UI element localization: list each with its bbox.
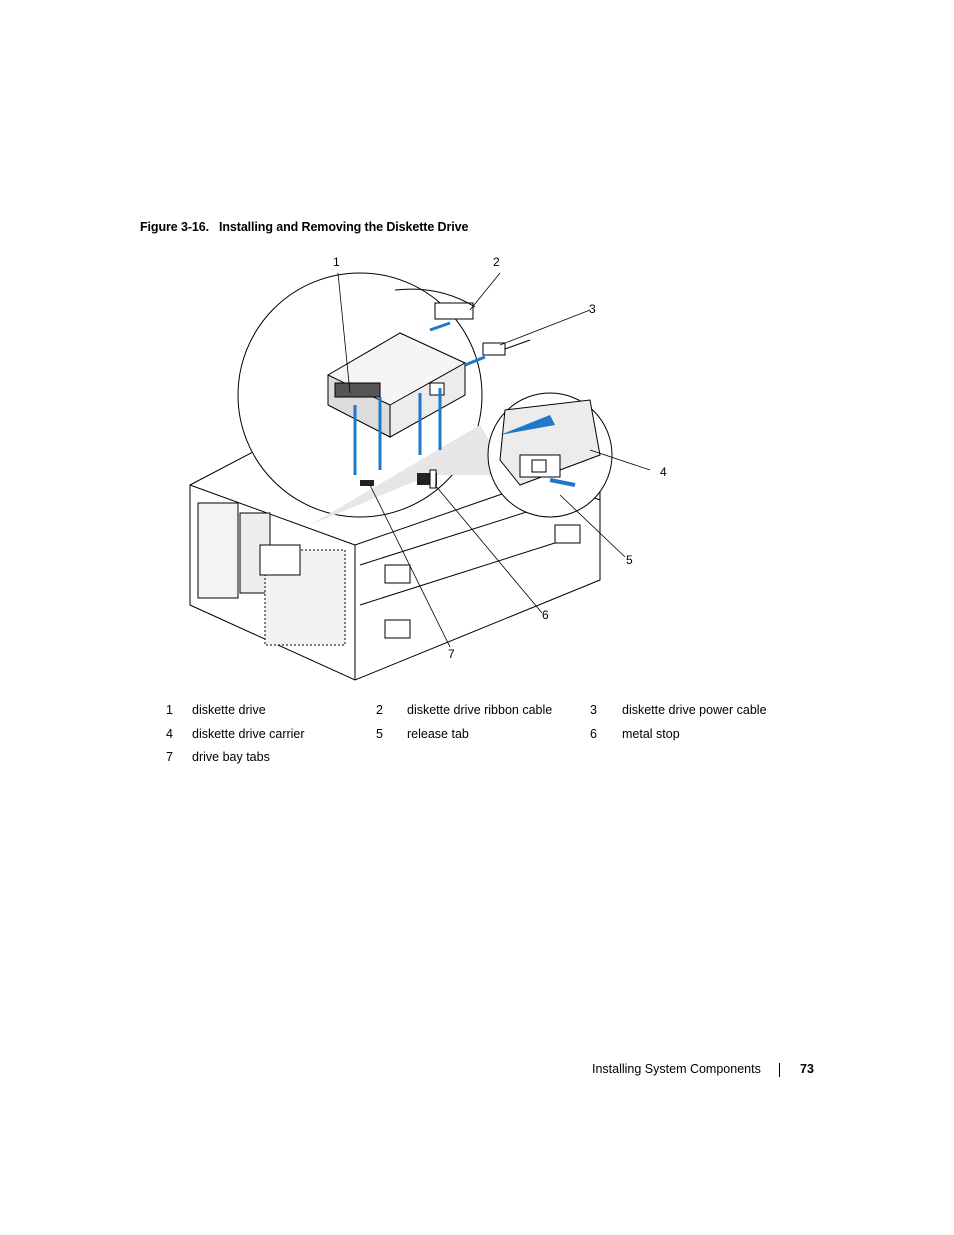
legend-label: diskette drive power cable bbox=[622, 703, 767, 717]
callout-7: 7 bbox=[448, 647, 455, 661]
legend-label: metal stop bbox=[622, 726, 680, 741]
footer-section-title: Installing System Components bbox=[592, 1062, 761, 1076]
legend-label: diskette drive carrier bbox=[192, 726, 305, 741]
install-arrows bbox=[353, 321, 486, 475]
figure-number: Figure 3-16. bbox=[140, 220, 209, 234]
callout-4: 4 bbox=[660, 465, 667, 479]
callout-2: 2 bbox=[493, 255, 500, 269]
callout-3: 3 bbox=[589, 302, 596, 316]
legend-number: 3 bbox=[590, 703, 597, 717]
callout-1: 1 bbox=[333, 255, 340, 269]
leader-lines bbox=[337, 272, 651, 648]
release-tab-detail bbox=[487, 392, 613, 518]
legend-number: 6 bbox=[590, 726, 597, 741]
callout-5: 5 bbox=[626, 553, 633, 567]
magnified-view bbox=[237, 272, 531, 525]
legend-row: 1 diskette drive 2 diskette drive ribbon… bbox=[166, 703, 806, 727]
legend-label: diskette drive bbox=[192, 703, 266, 717]
diskette-drive-illustration bbox=[189, 272, 651, 681]
legend-number: 5 bbox=[376, 726, 383, 741]
callout-6: 6 bbox=[542, 608, 549, 622]
legend-label: diskette drive ribbon cable bbox=[407, 703, 553, 717]
legend-table: 1 diskette drive 2 diskette drive ribbon… bbox=[166, 703, 806, 774]
legend-row: 4 diskette drive carrier 5 release tab 6… bbox=[166, 727, 806, 751]
legend-label: drive bay tabs bbox=[192, 750, 270, 764]
legend-number: 7 bbox=[166, 750, 173, 764]
legend-row: 7 drive bay tabs bbox=[166, 750, 806, 774]
footer-divider bbox=[779, 1063, 780, 1077]
legend-number: 4 bbox=[166, 726, 173, 741]
page-number: 73 bbox=[800, 1062, 814, 1076]
figure-title: Installing and Removing the Diskette Dri… bbox=[219, 220, 469, 234]
figure-caption: Figure 3-16. Installing and Removing the … bbox=[140, 220, 468, 234]
legend-label: release tab bbox=[407, 726, 469, 741]
legend-number: 1 bbox=[166, 703, 173, 717]
legend-number: 2 bbox=[376, 703, 383, 717]
